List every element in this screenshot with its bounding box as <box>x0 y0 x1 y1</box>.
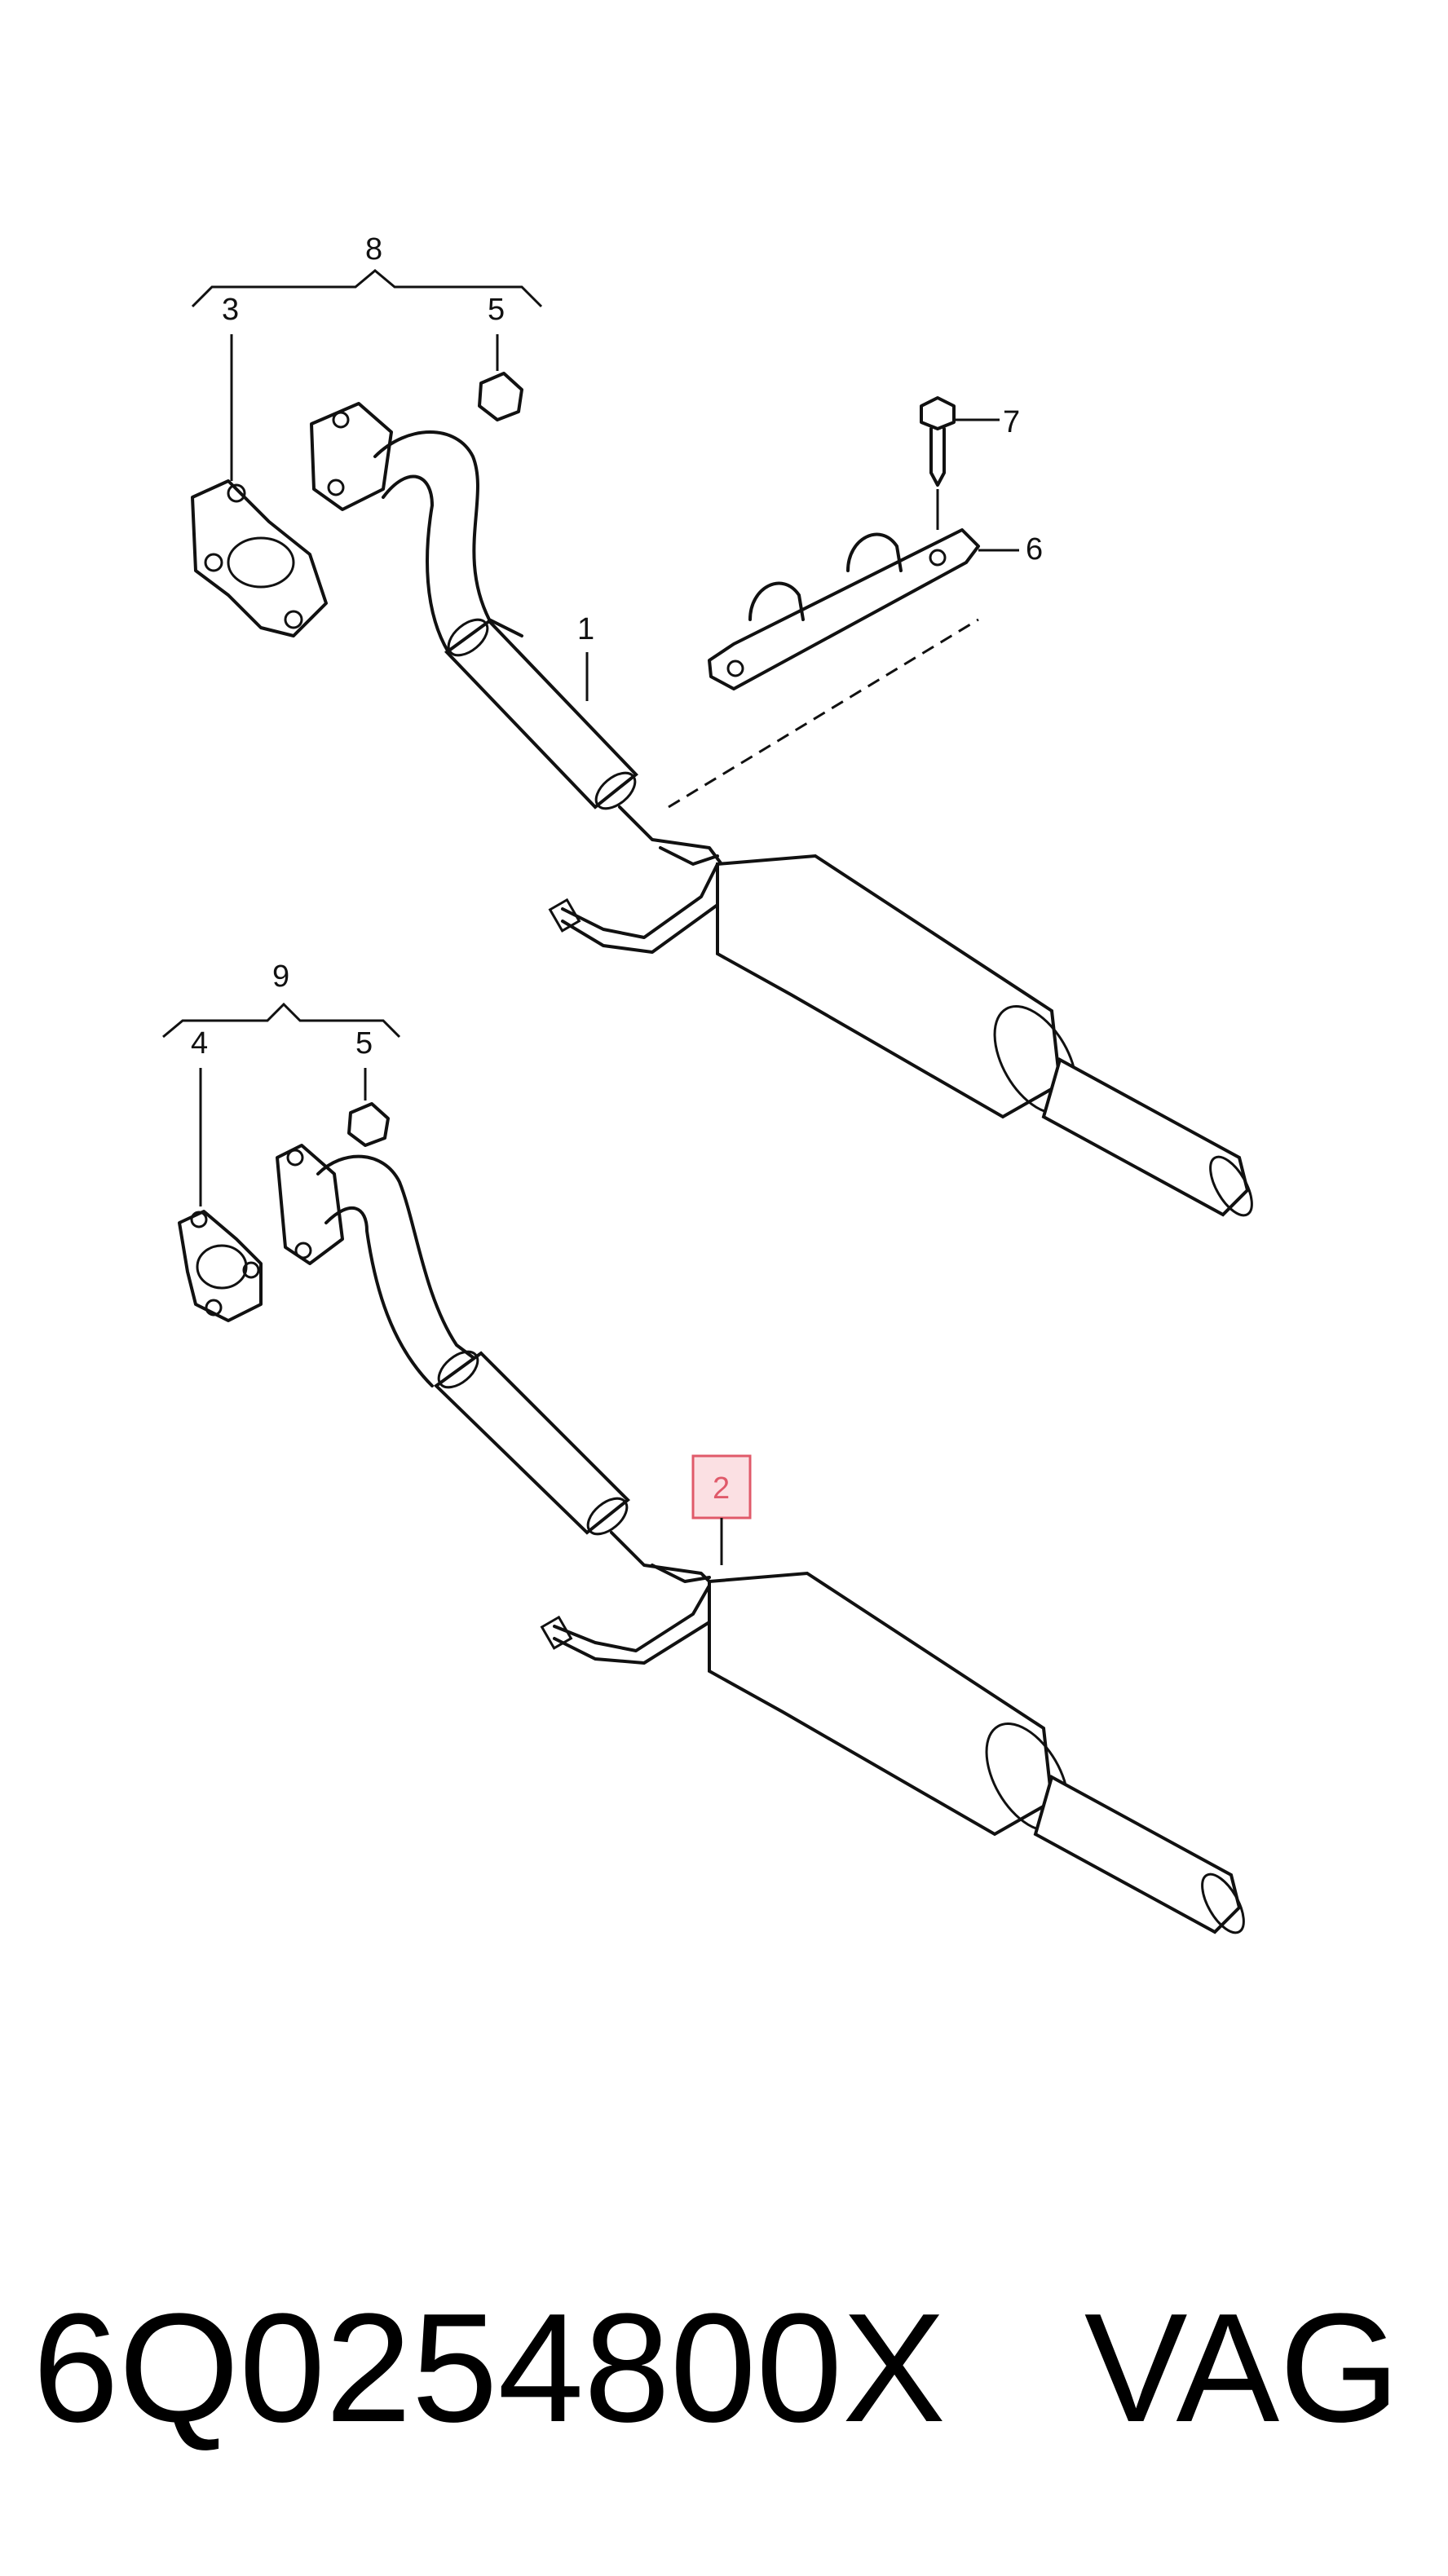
label-4: 4 <box>191 1026 208 1061</box>
part-number: 6Q0254800X <box>33 2282 946 2455</box>
label-9: 9 <box>272 959 289 994</box>
brand-name: VAG <box>1084 2282 1401 2455</box>
exhaust-parts-diagram: 8 3 5 1 <box>162 232 1253 1934</box>
highlight-box-2 <box>691 1454 752 1520</box>
assembly-bottom: 9 4 5 2 <box>162 959 1245 1934</box>
nut-5-bottom <box>347 1102 390 1147</box>
sensor-tube-top <box>561 862 719 954</box>
nut-5-top <box>478 372 523 421</box>
part-number-footer: 6Q0254800X VAG <box>33 2274 1419 2462</box>
label-5-top: 5 <box>488 293 505 327</box>
label-6: 6 <box>1026 532 1043 567</box>
label-7: 7 <box>1003 405 1020 439</box>
label-8: 8 <box>365 232 382 267</box>
assembly-top: 8 3 5 1 <box>191 232 1253 1217</box>
catalytic-converter-top <box>716 854 1062 1119</box>
label-1: 1 <box>577 612 594 646</box>
mounting-bracket-6 <box>708 528 980 690</box>
bolt-7 <box>920 396 956 487</box>
bracket-8 <box>191 269 543 308</box>
flange-bottom <box>276 1144 344 1265</box>
gasket-4 <box>178 1210 263 1322</box>
gasket-3 <box>191 479 328 637</box>
pipe-section-1 <box>444 619 638 809</box>
pipe-bend-top <box>373 430 523 654</box>
label-3: 3 <box>222 293 239 327</box>
tailpipe-bottom <box>1033 1775 1242 1934</box>
tailpipe-top <box>1041 1057 1250 1217</box>
pipe-section-2 <box>433 1351 630 1535</box>
reference-line <box>668 618 979 809</box>
catalytic-converter-bottom <box>708 1571 1054 1837</box>
sensor-tube-bottom <box>553 1584 711 1665</box>
flange-top <box>310 402 393 511</box>
bracket-9 <box>162 1002 401 1039</box>
label-5-bottom: 5 <box>355 1026 373 1061</box>
pipe-bend-bottom <box>316 1154 491 1387</box>
label-2: 2 <box>713 1471 730 1506</box>
